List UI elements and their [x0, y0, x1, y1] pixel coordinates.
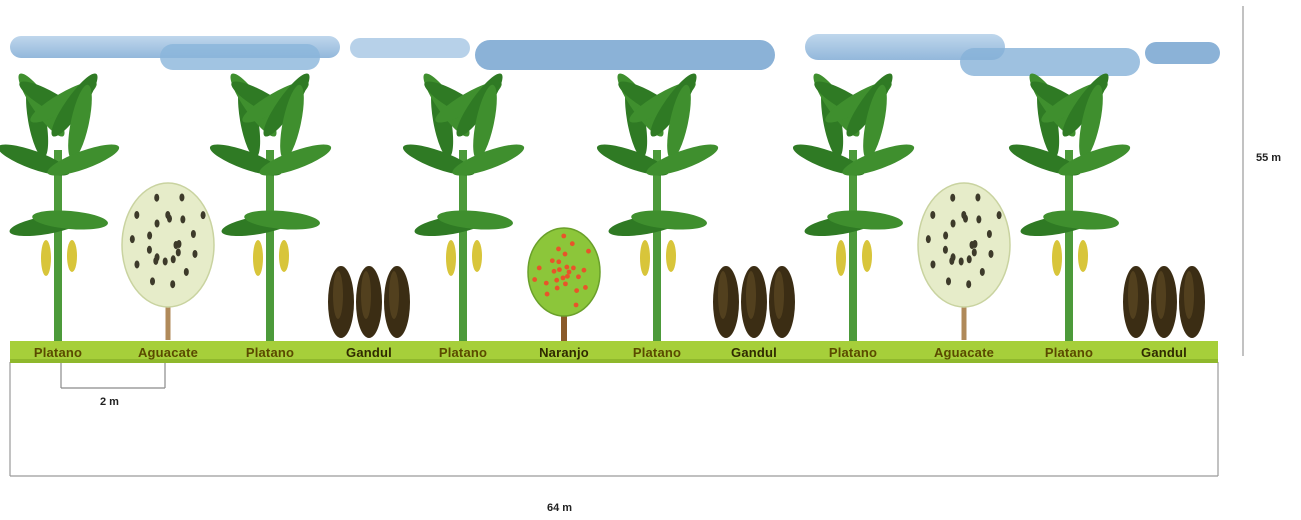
plant-label-banana: Platano [829, 345, 877, 360]
plant-label-banana: Platano [246, 345, 294, 360]
spacing-label: 2 m [100, 396, 119, 408]
pigeon-pea-plant [328, 266, 410, 338]
orange-plant [528, 228, 600, 342]
plant-label-banana: Platano [1045, 345, 1093, 360]
banana-plant [790, 69, 917, 342]
banana-plant [400, 69, 527, 342]
plant-label-banana: Platano [633, 345, 681, 360]
plant-label-pigeon-pea: Gandul [731, 345, 777, 360]
plant-label-avocado: Aguacate [934, 345, 994, 360]
avocado-plant [918, 183, 1010, 340]
plant-label-pigeon-pea: Gandul [1141, 345, 1187, 360]
sky-band [10, 34, 1220, 76]
banana-plant [1006, 69, 1133, 342]
plant-row [0, 69, 1205, 342]
plant-label-banana: Platano [34, 345, 82, 360]
spacing-bracket [61, 362, 165, 388]
banana-plant [0, 69, 122, 342]
banana-plant [207, 69, 334, 342]
width-label: 64 m [547, 502, 572, 514]
plant-label-pigeon-pea: Gandul [346, 345, 392, 360]
avocado-plant [122, 183, 214, 340]
height-label: 55 m [1256, 152, 1281, 164]
plant-label-avocado: Aguacate [138, 345, 198, 360]
plant-label-orange: Naranjo [539, 345, 589, 360]
banana-plant [594, 69, 721, 342]
pigeon-pea-plant [713, 266, 795, 338]
pigeon-pea-plant [1123, 266, 1205, 338]
plant-label-banana: Platano [439, 345, 487, 360]
